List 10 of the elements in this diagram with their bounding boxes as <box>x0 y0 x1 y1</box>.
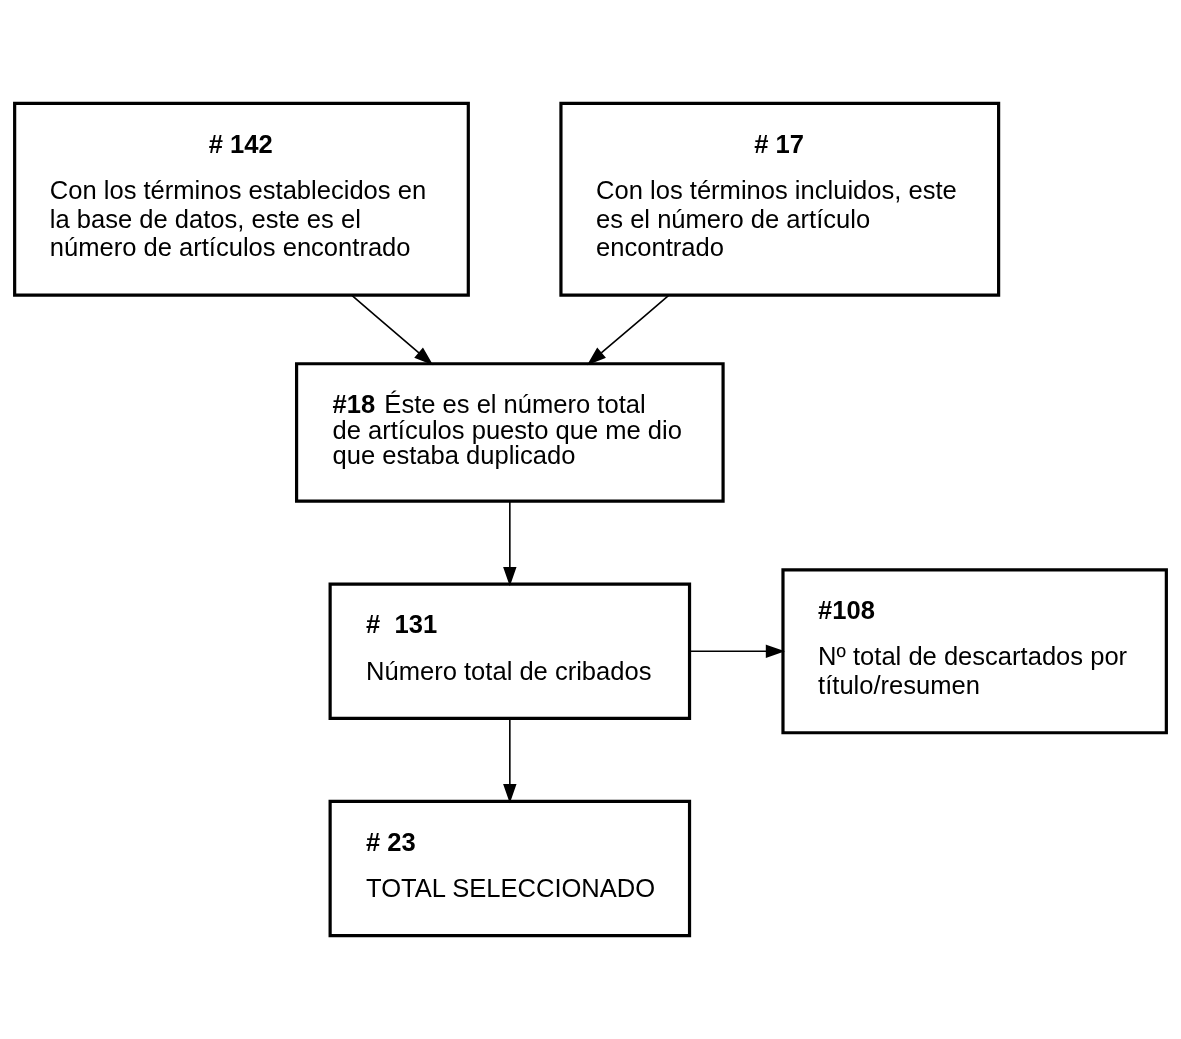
node-box: # 142 Con los términos establecidos en la base de datos, este es el número de artículos encontrado <box>13 101 470 297</box>
arrow <box>351 294 434 366</box>
node-box: # 23 TOTAL SELECCIONADO <box>328 799 692 938</box>
node-box: #108 Nº total de descartados por título/resumen <box>781 568 1168 735</box>
node-box: #18 Éste es el número total de artículos puesto que me dio que estaba duplicado <box>295 362 725 503</box>
arrow <box>688 644 785 658</box>
node-box: # 17 Con los términos incluidos, este es el número de artículo encontrado <box>559 101 1001 297</box>
arrow <box>503 500 517 587</box>
node-box: # 131 Número total de cribados <box>328 582 692 720</box>
arrow <box>586 294 670 366</box>
